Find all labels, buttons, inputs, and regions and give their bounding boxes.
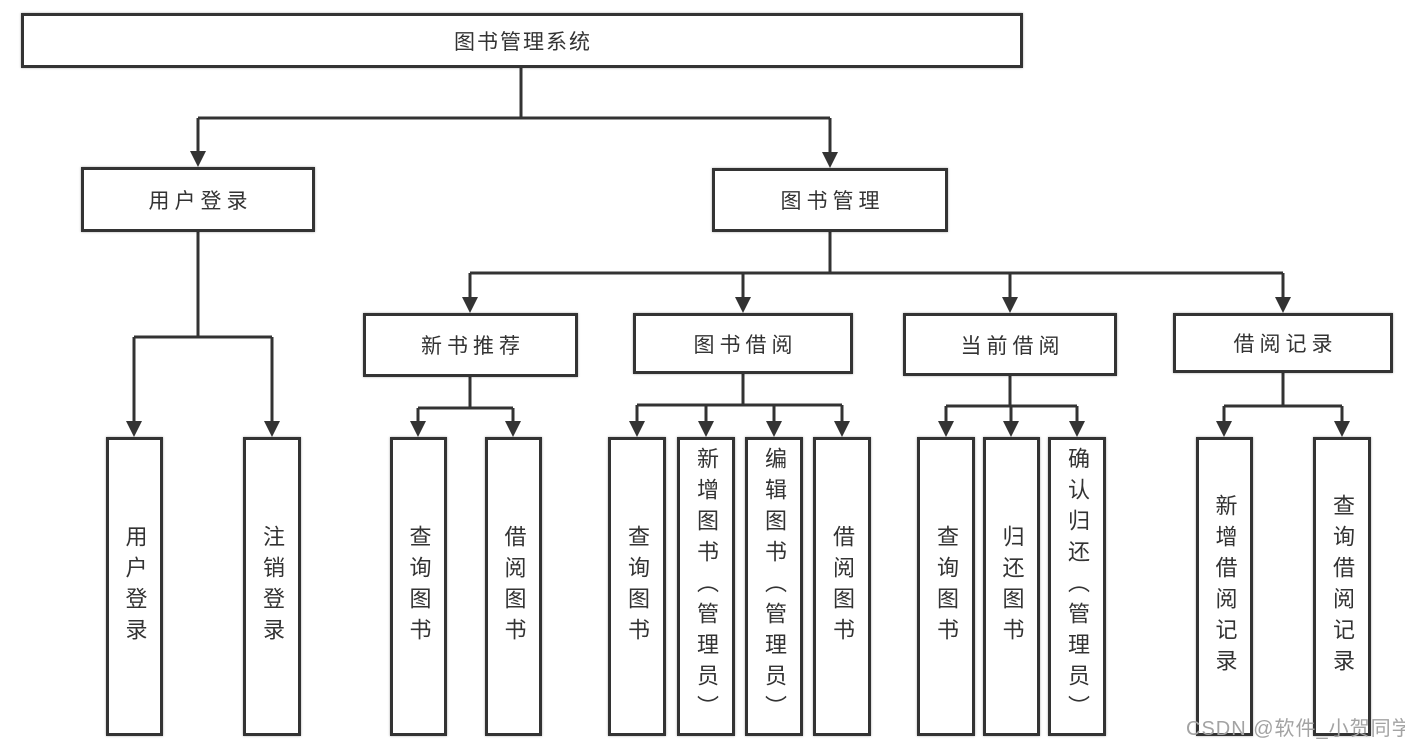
- node-label: 当前借阅: [960, 334, 1065, 358]
- leaf-label: 查询图书: [934, 524, 959, 649]
- arrowhead: [1069, 421, 1085, 437]
- leaf-query-books: 查询图书: [390, 437, 447, 736]
- leaf-label: 用户登录: [122, 524, 148, 649]
- leaf-borrow-books: 借阅图书: [813, 437, 871, 736]
- arrowhead: [126, 421, 142, 437]
- arrowhead: [1003, 421, 1019, 437]
- csdn-watermark: CSDN @软件_小贺同学: [1186, 718, 1405, 740]
- node-new-book-recommendation: 新书推荐: [363, 313, 578, 377]
- leaf-label: 查询图书: [625, 524, 650, 649]
- arrowhead: [1002, 297, 1018, 313]
- leaf-return-books: 归还图书: [983, 437, 1040, 736]
- leaf-borrow-books: 借阅图书: [485, 437, 542, 736]
- arrowhead: [735, 297, 751, 313]
- leaf-edit-books-admin: 编辑图书（管理员）: [745, 437, 803, 736]
- leaf-query-borrow-record: 查询借阅记录: [1313, 437, 1371, 736]
- connector-path: [132, 68, 1344, 423]
- arrowhead: [1334, 421, 1350, 437]
- arrowhead: [462, 297, 478, 313]
- arrowhead: [410, 421, 426, 437]
- arrowhead: [505, 421, 521, 437]
- node-borrowing-records: 借阅记录: [1173, 313, 1393, 373]
- leaf-label: 归还图书: [999, 524, 1025, 649]
- leaf-confirm-return-admin: 确认归还（管理员）: [1048, 437, 1106, 736]
- arrowhead: [190, 151, 206, 167]
- node-library-management-system: 图书管理系统: [21, 13, 1023, 68]
- arrowhead: [1216, 421, 1232, 437]
- leaf-query-books: 查询图书: [608, 437, 666, 736]
- node-book-management: 图书管理: [712, 168, 948, 232]
- leaf-add-borrow-record: 新增借阅记录: [1196, 437, 1253, 736]
- arrowhead: [938, 421, 954, 437]
- arrowhead: [264, 421, 280, 437]
- leaf-label: 新增图书（管理员）: [694, 447, 719, 726]
- leaf-add-books-admin: 新增图书（管理员）: [677, 437, 735, 736]
- node-label: 新书推荐: [421, 335, 525, 358]
- arrowhead: [822, 152, 838, 168]
- leaf-label: 借阅图书: [501, 524, 527, 649]
- arrowhead: [629, 421, 645, 437]
- node-label: 借阅记录: [1233, 333, 1338, 356]
- leaf-user-login: 用户登录: [106, 437, 163, 736]
- node-label: 图书借阅: [693, 333, 798, 357]
- node-book-borrowing: 图书借阅: [633, 313, 853, 374]
- leaf-label: 借阅图书: [830, 524, 855, 649]
- leaf-label: 编辑图书（管理员）: [762, 447, 787, 726]
- arrowhead: [834, 421, 850, 437]
- node-label: 用户登录: [148, 189, 253, 213]
- leaf-label: 新增借阅记录: [1212, 493, 1238, 680]
- node-label: 图书管理: [780, 190, 885, 213]
- leaf-label: 注销登录: [260, 524, 285, 649]
- leaf-query-books: 查询图书: [917, 437, 975, 736]
- arrowhead: [766, 421, 782, 437]
- arrowhead: [698, 421, 714, 437]
- node-label: 图书管理系统: [454, 30, 592, 54]
- leaf-label: 查询借阅记录: [1330, 493, 1355, 680]
- node-user-login: 用户登录: [81, 167, 315, 232]
- leaf-logout: 注销登录: [243, 437, 301, 736]
- leaf-label: 查询图书: [406, 524, 432, 649]
- node-current-borrowing: 当前借阅: [903, 313, 1117, 376]
- arrowhead: [1275, 297, 1291, 313]
- leaf-label: 确认归还（管理员）: [1065, 447, 1090, 726]
